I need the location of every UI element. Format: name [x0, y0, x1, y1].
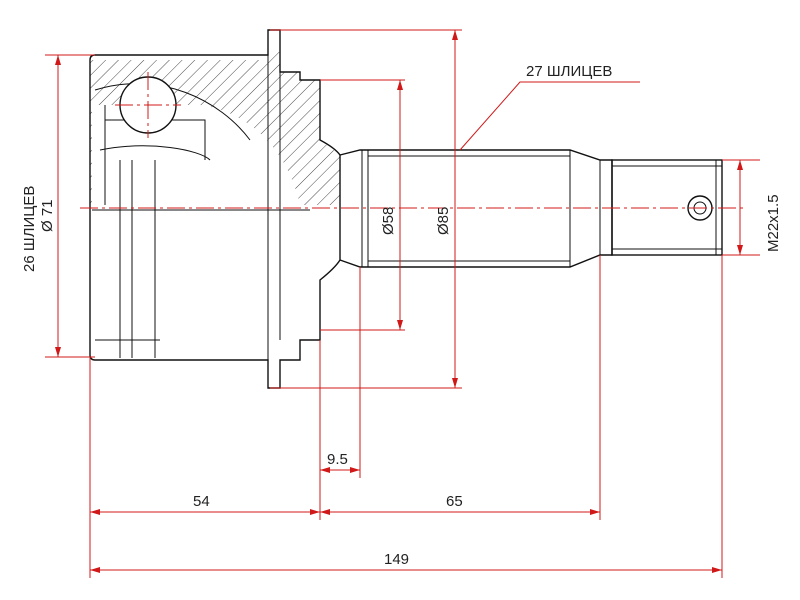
label-dim-9-5: 9.5 [327, 451, 348, 468]
label-dim-54: 54 [193, 493, 210, 510]
label-dim-149: 149 [384, 551, 409, 568]
ball-bearing [115, 72, 181, 138]
label-dia-58: Ø58 [380, 207, 397, 235]
dimension-lines [45, 29, 760, 578]
label-dim-65: 65 [446, 493, 463, 510]
label-dia-left: Ø 71 [39, 199, 56, 232]
label-splines-right: 27 ШЛИЦЕВ [526, 63, 612, 80]
joint-housing [89, 29, 341, 389]
label-splines-left: 26 ШЛИЦЕВ [21, 186, 38, 272]
label-thread: M22x1.5 [765, 194, 782, 252]
label-dia-85: Ø85 [435, 207, 452, 235]
